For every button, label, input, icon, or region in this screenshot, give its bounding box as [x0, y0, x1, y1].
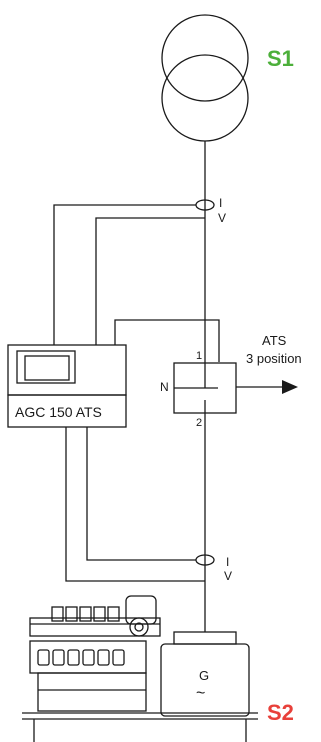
- lower-current-label: I: [226, 555, 229, 569]
- generator-symbol: ~: [196, 685, 205, 702]
- ats-terminal-1: 1: [196, 350, 202, 362]
- controller-label: AGC 150 ATS: [15, 404, 102, 420]
- ats-control-wire: [114, 319, 220, 362]
- ats-title-line1: ATS: [262, 333, 287, 348]
- generator-set-icon: [22, 595, 258, 742]
- ats-arrow-head-icon: [282, 380, 298, 394]
- s1-label: S1: [267, 46, 294, 71]
- upper-current-label: I: [219, 196, 222, 210]
- s2-label: S2: [267, 700, 294, 725]
- upper-voltage-wire: [95, 217, 205, 345]
- ats-title-line2: 3 position: [246, 351, 302, 366]
- upper-current-wire: [53, 204, 196, 345]
- lower-current-wire: [65, 427, 205, 582]
- agc-controller: [7, 344, 127, 428]
- ats-terminal-n: N: [160, 380, 169, 394]
- upper-voltage-label: V: [218, 211, 226, 225]
- generator-label: G: [199, 668, 209, 683]
- lower-voltage-wire: [86, 427, 196, 561]
- lower-voltage-label: V: [224, 569, 232, 583]
- ats-terminal-2: 2: [196, 417, 202, 429]
- transformer-s1-icon: [161, 14, 249, 142]
